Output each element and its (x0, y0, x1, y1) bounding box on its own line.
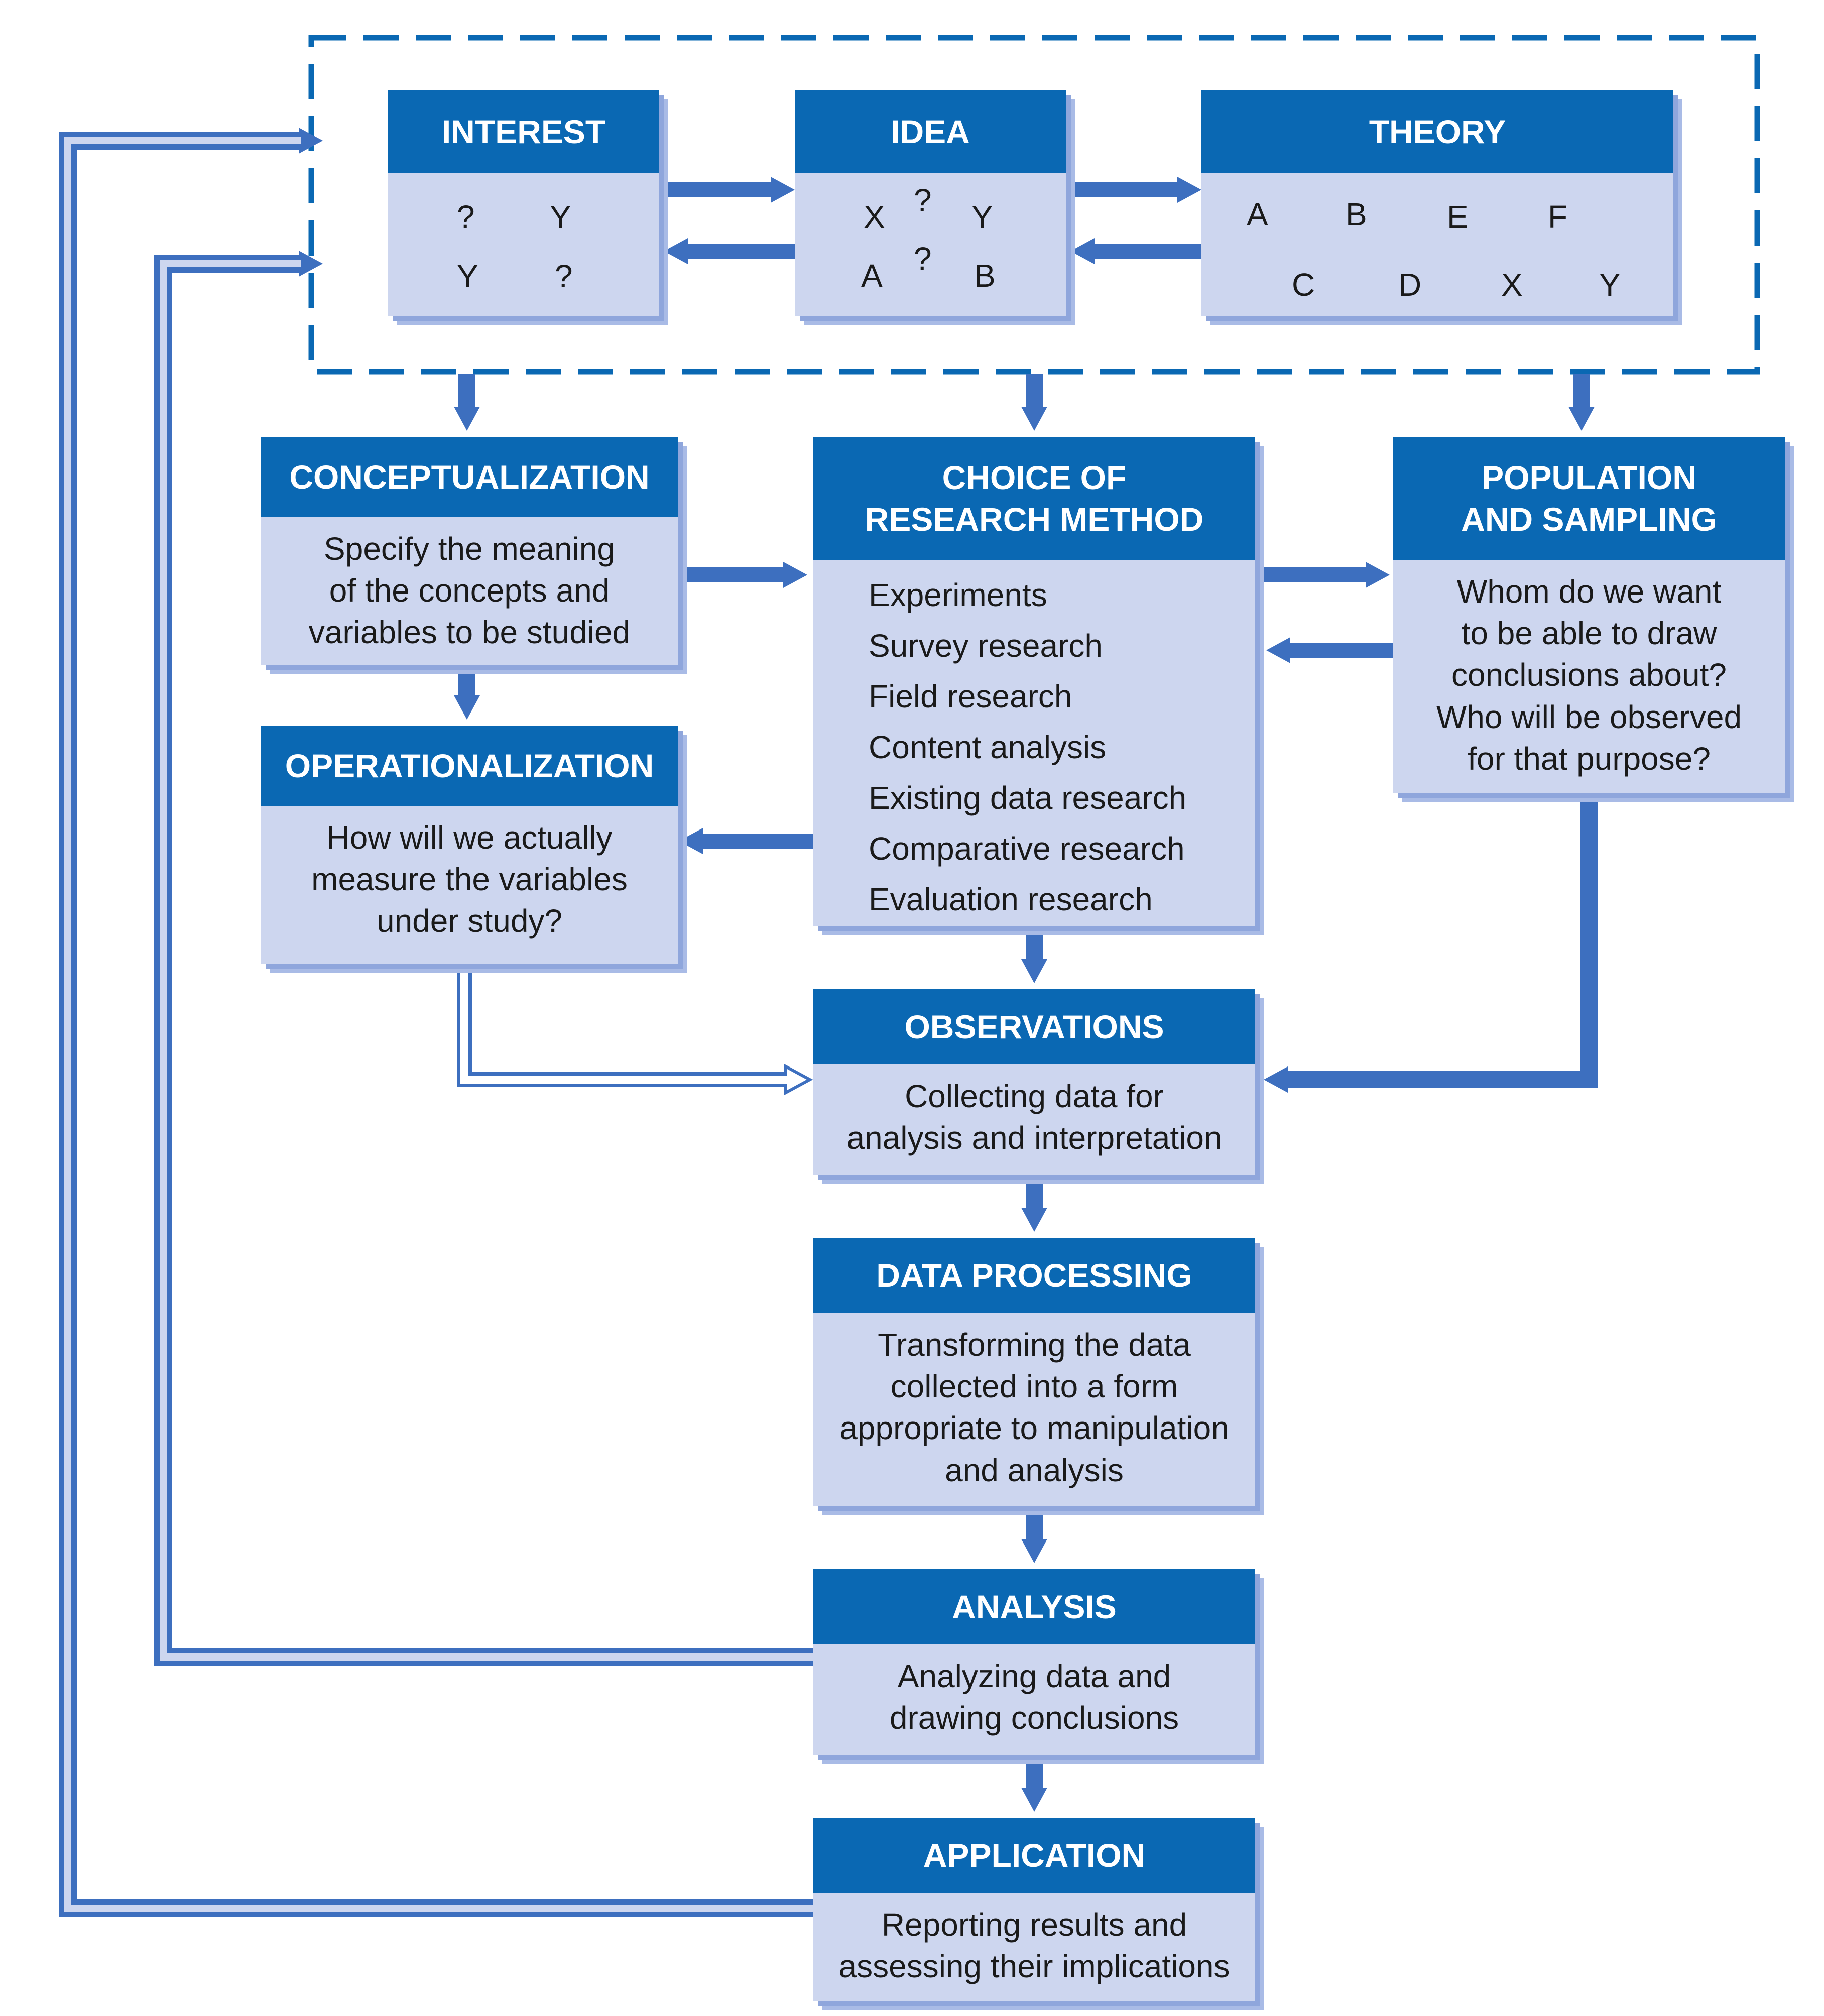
interest-formula-1-left: ? (457, 199, 475, 235)
analysis-title: ANALYSIS (813, 1569, 1255, 1644)
population-title-line: AND SAMPLING (1461, 500, 1717, 538)
idea-formula-2-question: ? (914, 241, 932, 277)
text-line: Whom do we want (1456, 573, 1722, 610)
text-line: assessing their implications (838, 1948, 1230, 1985)
text-line: measure the variables (311, 861, 628, 898)
operationalization-description: How will we actually measure the variabl… (261, 806, 678, 954)
theory-node-b: B (1346, 196, 1367, 232)
theory-node-y: Y (1599, 267, 1621, 303)
observations-box: OBSERVATIONS Collecting data for analysi… (813, 989, 1255, 1175)
text-line: Transforming the data (878, 1327, 1191, 1363)
research-method-item: Existing data research (869, 780, 1187, 816)
research-method-item: Comparative research (869, 831, 1185, 867)
conceptualization-description: Specify the meaning of the concepts and … (261, 517, 678, 665)
text-line: Who will be observed (1436, 698, 1742, 735)
theory-title: THEORY (1201, 90, 1673, 173)
theory-node-c: C (1292, 267, 1315, 303)
text-line: drawing conclusions (889, 1700, 1179, 1736)
theory-node-d: D (1398, 267, 1422, 303)
text-line: conclusions about? (1451, 657, 1727, 693)
choice-title-line: CHOICE OF (942, 459, 1127, 496)
text-line: for that purpose? (1468, 740, 1711, 777)
population-title: POPULATION AND SAMPLING (1393, 437, 1785, 560)
idea-formula-2-left: A (861, 258, 883, 294)
theory-node-e: E (1447, 199, 1469, 235)
text-line: How will we actually (326, 819, 613, 856)
research-method-item: Experiments (869, 577, 1047, 613)
arrow-population-to-observations (1264, 793, 1598, 1093)
interest-formula-2-left: Y (457, 258, 478, 294)
analysis-description: Analyzing data and drawing conclusions (813, 1644, 1255, 1750)
data-processing-box: DATA PROCESSING Transforming the data co… (813, 1238, 1255, 1506)
application-title: APPLICATION (813, 1818, 1255, 1893)
interest-box: INTEREST (388, 90, 659, 316)
choice-title-line: RESEARCH METHOD (865, 500, 1204, 538)
idea-formula-1-question: ? (914, 182, 932, 218)
theory-box: THEORY (1201, 90, 1673, 316)
population-title-line: POPULATION (1482, 459, 1696, 496)
idea-formula-1-left: X (864, 199, 885, 235)
text-line: under study? (376, 903, 563, 939)
data-processing-title: DATA PROCESSING (813, 1238, 1255, 1313)
theory-node-f: F (1548, 199, 1568, 235)
theory-node-x: X (1501, 267, 1523, 303)
text-line: appropriate to manipulation (839, 1410, 1229, 1447)
observations-description: Collecting data for analysis and interpr… (813, 1064, 1255, 1170)
interest-title: INTEREST (388, 90, 659, 173)
text-line: variables to be studied (308, 614, 631, 651)
text-line: Specify the meaning (324, 531, 615, 567)
choice-of-method-box: CHOICE OF RESEARCH METHOD Experiments Su… (813, 437, 1255, 926)
arrow-operationalization-to-observations (457, 964, 813, 1096)
population-description: Whom do we want to be able to draw concl… (1393, 560, 1785, 791)
research-method-list: Experiments Survey research Field resear… (813, 560, 1255, 925)
text-line: and analysis (945, 1452, 1124, 1488)
feedback-arrow-application (59, 128, 813, 1917)
idea-title: IDEA (795, 90, 1066, 173)
research-method-item: Survey research (869, 628, 1103, 664)
population-sampling-box: POPULATION AND SAMPLING Whom do we want … (1393, 437, 1785, 793)
data-processing-description: Transforming the data collected into a f… (813, 1313, 1255, 1502)
text-line: to be able to draw (1461, 615, 1717, 652)
text-line: of the concepts and (329, 572, 610, 609)
application-box: APPLICATION Reporting results and assess… (813, 1818, 1255, 2001)
theory-node-a: A (1247, 196, 1268, 232)
text-line: analysis and interpretation (846, 1120, 1222, 1156)
text-line: Collecting data for (905, 1078, 1164, 1114)
research-method-item: Field research (869, 678, 1072, 715)
choice-title: CHOICE OF RESEARCH METHOD (813, 437, 1255, 560)
research-method-item: Content analysis (869, 729, 1107, 765)
operationalization-box: OPERATIONALIZATION How will we actually … (261, 726, 678, 964)
text-line: Analyzing data and (897, 1658, 1171, 1694)
text-line: Reporting results and (881, 1907, 1187, 1943)
interest-formula-2-right: ? (555, 258, 573, 294)
conceptualization-title: CONCEPTUALIZATION (261, 437, 678, 517)
analysis-box: ANALYSIS Analyzing data and drawing conc… (813, 1569, 1255, 1755)
application-description: Reporting results and assessing their im… (813, 1893, 1255, 1998)
operationalization-title: OPERATIONALIZATION (261, 726, 678, 806)
text-line: collected into a form (890, 1368, 1178, 1405)
idea-formula-2-right: B (974, 258, 996, 294)
idea-formula-1-right: Y (971, 199, 993, 235)
conceptualization-box: CONCEPTUALIZATION Specify the meaning of… (261, 437, 678, 665)
idea-box: IDEA (795, 90, 1066, 316)
observations-title: OBSERVATIONS (813, 989, 1255, 1064)
research-method-item: Evaluation research (869, 881, 1153, 917)
interest-formula-1-right: Y (550, 199, 571, 235)
